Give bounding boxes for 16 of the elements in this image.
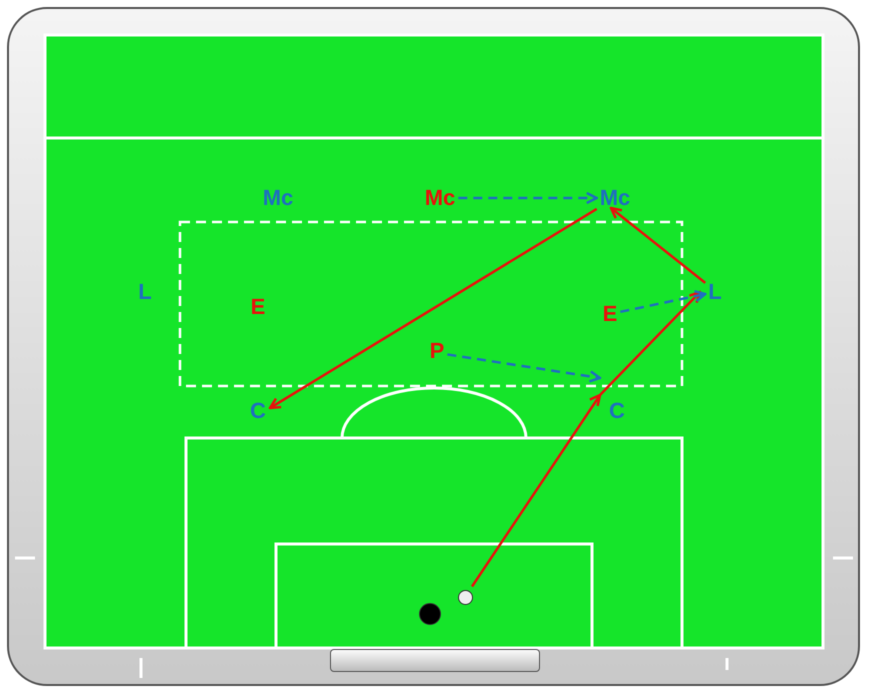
arrow (610, 206, 706, 284)
arrow (458, 192, 598, 204)
arrow (470, 290, 702, 588)
arrow (268, 208, 598, 410)
player-label: C (250, 399, 266, 423)
player-label: L (138, 280, 152, 304)
arrow (620, 290, 707, 314)
player-label: Mc (262, 186, 294, 210)
player-label: E (602, 302, 618, 326)
arrow (447, 353, 602, 383)
player-label: C (609, 399, 625, 423)
player-label: L (708, 280, 722, 304)
player-label: E (250, 295, 266, 319)
player-label: Mc (424, 186, 456, 210)
player-label: Mc (600, 186, 630, 210)
player-label: P (430, 339, 444, 363)
